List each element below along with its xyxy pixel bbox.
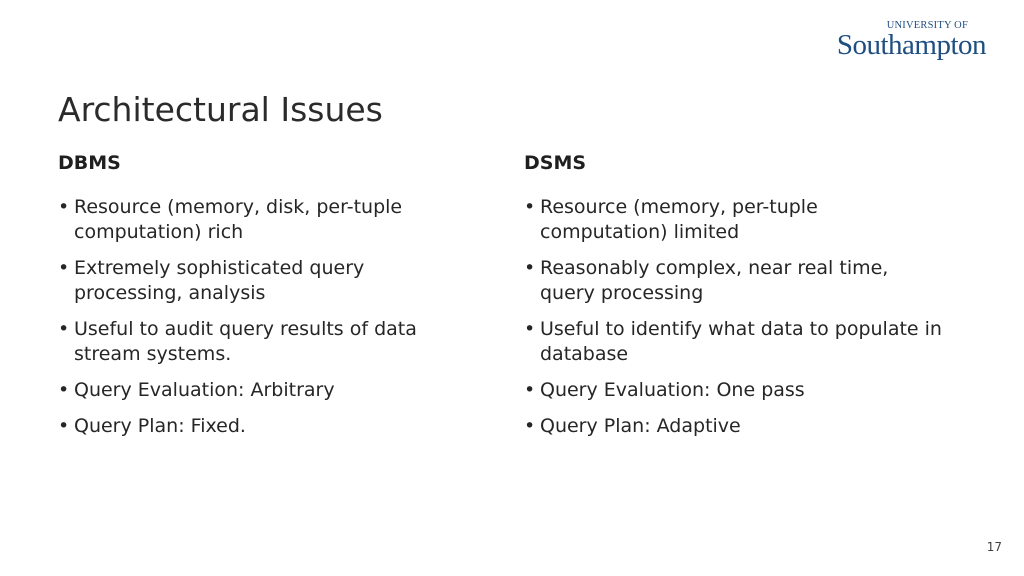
dbms-item-3: •Useful to audit query results of data s…: [58, 317, 478, 367]
dbms-item-3-text: Useful to audit query results of data st…: [74, 318, 417, 365]
dsms-item-4: •Query Evaluation: One pass: [524, 378, 944, 403]
dbms-heading: DBMS: [58, 152, 121, 174]
dbms-item-1-text: Resource (memory, disk, per-tuple comput…: [74, 196, 403, 243]
dsms-item-2: •Reasonably complex, near real time, que…: [524, 256, 944, 306]
dbms-item-4-text: Query Evaluation: Arbitrary: [74, 379, 335, 401]
dbms-item-5: •Query Plan: Fixed.: [58, 414, 478, 439]
dsms-item-2-text: Reasonably complex, near real time, quer…: [540, 257, 889, 304]
bullet-icon: •: [58, 318, 70, 340]
slide-title: Architectural Issues: [58, 90, 383, 129]
university-logo: UNIVERSITY OF Southampton: [826, 20, 987, 61]
page-number: 17: [986, 540, 1002, 554]
dbms-item-2: •Extremely sophisticated query processin…: [58, 256, 478, 306]
dsms-item-1-text: Resource (memory, per-tuple computation)…: [540, 196, 818, 243]
dbms-item-1: •Resource (memory, disk, per-tuple compu…: [58, 195, 478, 245]
dsms-item-5-text: Query Plan: Adaptive: [540, 415, 741, 437]
bullet-icon: •: [524, 379, 536, 401]
bullet-icon: •: [524, 318, 536, 340]
dbms-item-5-text: Query Plan: Fixed.: [74, 415, 246, 437]
dbms-list: •Resource (memory, disk, per-tuple compu…: [58, 195, 478, 439]
bullet-icon: •: [524, 257, 536, 279]
dsms-item-4-text: Query Evaluation: One pass: [540, 379, 805, 401]
bullet-icon: •: [524, 415, 536, 437]
logo-main-text: Southampton: [836, 29, 987, 61]
logo-top-text: UNIVERSITY OF: [886, 20, 968, 31]
bullet-icon: •: [58, 415, 70, 437]
dsms-item-3-text: Useful to identify what data to populate…: [540, 318, 942, 365]
bullet-icon: •: [58, 196, 70, 218]
dsms-list: •Resource (memory, per-tuple computation…: [524, 195, 944, 439]
dsms-heading: DSMS: [524, 152, 587, 174]
dsms-item-1: •Resource (memory, per-tuple computation…: [524, 195, 944, 245]
bullet-icon: •: [524, 196, 536, 218]
dsms-item-5: •Query Plan: Adaptive: [524, 414, 944, 439]
dsms-item-3: •Useful to identify what data to populat…: [524, 317, 944, 367]
dbms-column: DBMS •Resource (memory, disk, per-tuple …: [58, 150, 478, 450]
dbms-item-2-text: Extremely sophisticated query processing…: [74, 257, 365, 304]
dbms-item-4: •Query Evaluation: Arbitrary: [58, 378, 478, 403]
dsms-column: DSMS •Resource (memory, per-tuple comput…: [524, 150, 944, 450]
bullet-icon: •: [58, 257, 70, 279]
bullet-icon: •: [58, 379, 70, 401]
